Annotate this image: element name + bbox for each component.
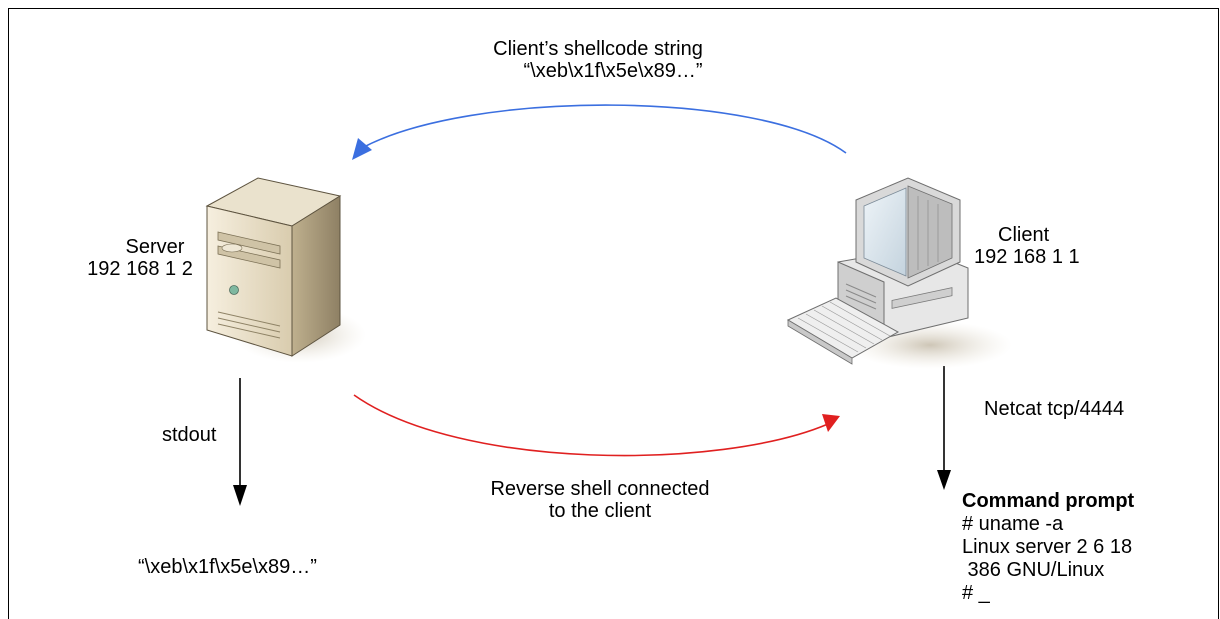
netcat-arrow-head — [937, 470, 951, 490]
reverse-shell-arrow-line — [353, 394, 829, 457]
client-ip: 192 168 1 1 — [974, 246, 1080, 268]
command-prompt-line: # uname -a — [962, 513, 1064, 535]
shellcode-arrow-line — [361, 104, 847, 154]
shellcode-arrow — [352, 104, 847, 160]
stdout-label: stdout — [162, 424, 217, 446]
stdout-value: “\xeb\x1f\x5e\x89…” — [138, 556, 317, 578]
client-workstation-icon — [786, 177, 1012, 369]
server-icon — [205, 177, 366, 363]
shellcode-label-line2: “\xeb\x1f\x5e\x89…” — [523, 60, 703, 82]
diagram-frame — [8, 8, 1219, 619]
netcat-arrow — [937, 366, 951, 490]
server-ip: 192 168 1 2 — [87, 258, 193, 280]
shellcode-label: Client’s shellcode string “\xeb\x1f\x5e\… — [468, 38, 728, 82]
command-prompt-line: Linux server 2 6 18 — [962, 536, 1133, 558]
command-prompt: Command prompt # uname -a Linux server 2… — [962, 490, 1134, 605]
server-label: Server 192 168 1 2 — [80, 236, 200, 280]
reverse-shell-line2: to the client — [548, 500, 652, 522]
shellcode-arrow-head — [352, 138, 372, 160]
netcat-label: Netcat tcp/4444 — [984, 398, 1125, 420]
server-name: Server — [125, 236, 185, 258]
command-prompt-title: Command prompt — [962, 490, 1135, 512]
reverse-shell-arrow — [353, 394, 840, 457]
client-name: Client — [998, 224, 1050, 246]
reverse-shell-line1: Reverse shell connected — [490, 478, 710, 500]
stdout-arrow-head — [233, 485, 247, 506]
command-prompt-line: # _ — [962, 582, 990, 604]
reverse-shell-label: Reverse shell connected to the client — [470, 478, 730, 522]
command-prompt-line: 386 GNU/Linux — [962, 559, 1105, 581]
client-label: Client 192 168 1 1 — [974, 224, 1080, 268]
shellcode-label-line1: Client’s shellcode string — [493, 38, 703, 60]
stdout-arrow — [233, 378, 247, 506]
reverse-shell-arrow-head — [822, 414, 840, 432]
